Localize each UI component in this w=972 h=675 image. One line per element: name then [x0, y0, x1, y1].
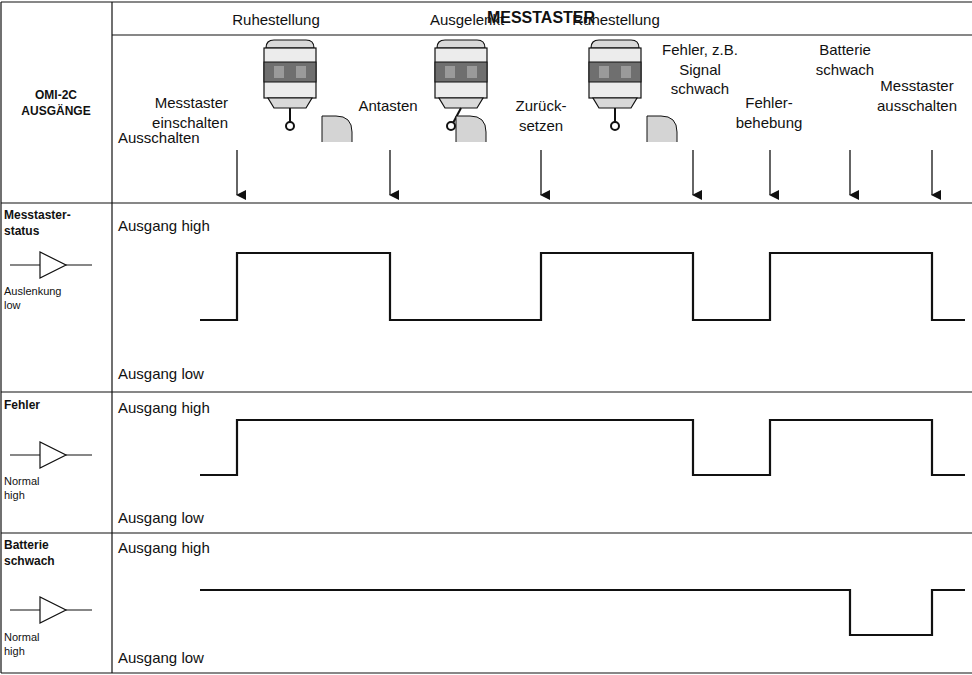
signal-note: Auslenkung low: [4, 284, 80, 313]
event-label: Messtaster ausschalten: [866, 76, 968, 115]
state-label: Ruhestellung: [226, 10, 326, 30]
signal-note: Normal high: [4, 630, 56, 659]
level-label: Ausgang low: [118, 648, 238, 668]
level-label: Ausgang high: [118, 398, 238, 418]
event-label: Batterie schwach: [810, 40, 880, 79]
state-label: Ausgelenkt: [412, 10, 522, 30]
signal-name: Messtaster- status: [4, 208, 100, 239]
signal-note: Normal high: [4, 474, 56, 503]
level-label: Ausgang high: [118, 216, 238, 236]
event-label: Antasten: [350, 96, 426, 116]
level-label: Ausgang high: [118, 538, 238, 558]
level-label: Ausgang low: [118, 364, 238, 384]
signal-name: Batterie schwach: [4, 538, 76, 569]
level-label: Ausgang low: [118, 508, 238, 528]
event-label: Fehler- behebung: [733, 93, 805, 132]
event-label: Ausschalten: [118, 128, 218, 148]
event-label: Zurück- setzen: [508, 96, 574, 135]
row-heading: OMI-2C AUSGÄNGE: [4, 88, 108, 119]
event-label: Messtaster einschalten: [146, 93, 228, 132]
event-label: Fehler, z.B. Signal schwach: [660, 40, 740, 99]
signal-name: Fehler: [4, 398, 100, 414]
column-heading: MESSTASTER: [341, 8, 741, 29]
state-label: Ruhestellung: [566, 10, 666, 30]
